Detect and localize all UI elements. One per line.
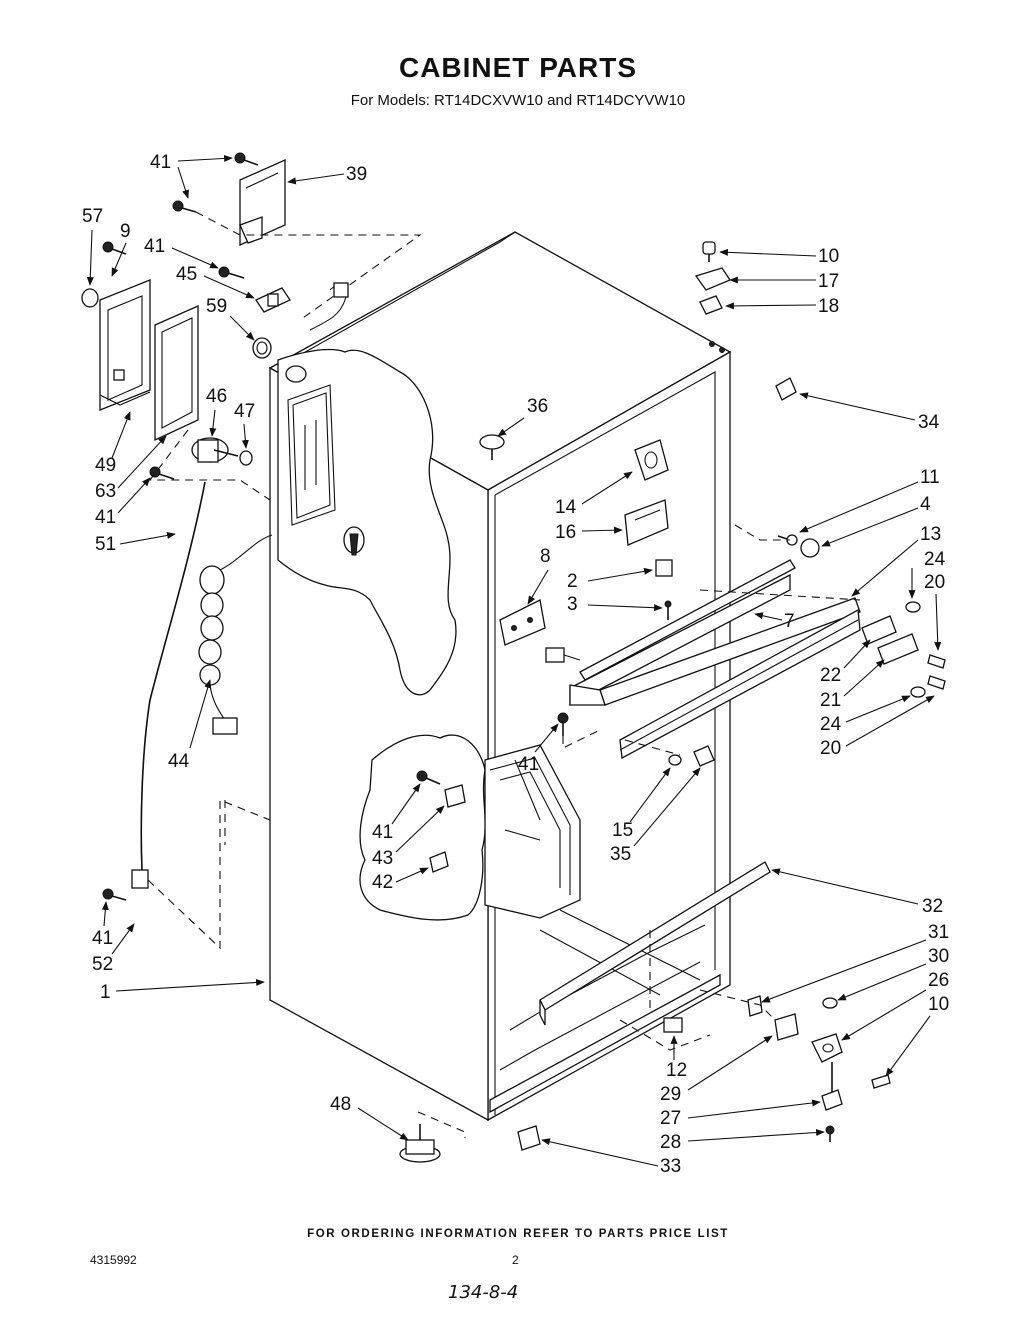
lower-cutaway-hardware [416, 770, 466, 873]
document-number: 4315992 [90, 1253, 137, 1267]
front-hardware [479, 434, 820, 646]
cutaway-lower-liner [359, 734, 581, 921]
part-label-39: 39 [346, 164, 367, 185]
cutaway-upper-liner [277, 348, 457, 696]
part-label-33: 33 [660, 1156, 681, 1177]
tube-and-cord [102, 481, 273, 950]
page-subtitle: For Models: RT14DCXVW10 and RT14DCYVW10 [350, 92, 686, 109]
part-label-41: 41 [144, 236, 165, 257]
part-label-41: 41 [518, 754, 539, 775]
part-label-8: 8 [540, 546, 551, 567]
part-label-41: 41 [372, 822, 393, 843]
handwritten-note: 134-8-4 [448, 1282, 519, 1303]
part-label-52: 52 [92, 954, 113, 975]
mullion-assembly [545, 559, 946, 767]
screw-icon [149, 466, 175, 480]
part-label-20: 20 [820, 738, 841, 759]
screw-icon [102, 241, 127, 255]
part-label-11: 11 [920, 467, 940, 488]
part-label-41: 41 [92, 928, 113, 949]
part-label-17: 17 [818, 271, 839, 292]
part-label-4: 4 [920, 494, 931, 515]
part-label-1: 1 [100, 982, 111, 1003]
part-label-41: 41 [150, 152, 171, 173]
page-title: CABINET PARTS [398, 52, 638, 83]
part-label-7: 7 [784, 611, 795, 632]
part-label-26: 26 [928, 970, 949, 991]
part-label-10: 10 [818, 246, 839, 267]
part-label-57: 57 [82, 206, 103, 227]
part-labels: 41 39 57 9 41 45 59 10 17 18 34 [82, 152, 949, 1177]
part-label-63: 63 [95, 481, 116, 502]
part-label-48: 48 [330, 1094, 351, 1115]
part-label-35: 35 [610, 844, 631, 865]
part-label-13: 13 [920, 524, 941, 545]
part-label-43: 43 [372, 848, 393, 869]
page-number: 2 [512, 1253, 519, 1267]
part-label-31: 31 [928, 922, 949, 943]
part-label-47: 47 [234, 401, 255, 422]
part-label-3: 3 [567, 594, 578, 615]
part-label-44: 44 [168, 751, 190, 772]
part-label-12: 12 [666, 1060, 687, 1081]
part-label-27: 27 [660, 1108, 681, 1129]
part-label-29: 29 [660, 1084, 681, 1105]
part-label-46: 46 [206, 386, 227, 407]
part-label-28: 28 [660, 1132, 681, 1153]
part-label-20: 20 [924, 572, 945, 593]
part-label-16: 16 [555, 522, 576, 543]
part-label-22: 22 [820, 665, 841, 686]
part-label-51: 51 [95, 534, 116, 555]
part-label-34: 34 [918, 412, 940, 433]
part-label-10: 10 [928, 994, 949, 1015]
part-label-45: 45 [176, 264, 197, 285]
part-label-32: 32 [922, 896, 943, 917]
screw-icon [102, 888, 127, 901]
screw-icon [172, 200, 197, 213]
part-label-49: 49 [95, 455, 116, 476]
ordering-info-note: FOR ORDERING INFORMATION REFER TO PARTS … [307, 1228, 729, 1240]
top-hinge-hardware [694, 241, 797, 401]
screw-icon [234, 152, 259, 166]
part-label-42: 42 [372, 872, 393, 893]
part-label-2: 2 [567, 571, 578, 592]
part-label-14: 14 [555, 497, 577, 518]
part-label-9: 9 [120, 221, 131, 242]
part-label-18: 18 [818, 296, 839, 317]
screw-icon [218, 266, 245, 279]
part-label-24: 24 [924, 549, 946, 570]
part-label-15: 15 [612, 820, 633, 841]
bottom-hardware [399, 861, 891, 1163]
top-left-hardware [81, 152, 422, 501]
part-label-59: 59 [206, 296, 227, 317]
part-label-36: 36 [527, 396, 548, 417]
part-label-30: 30 [928, 946, 949, 967]
part-label-41: 41 [95, 507, 116, 528]
part-label-21: 21 [820, 690, 841, 711]
part-label-24: 24 [820, 714, 842, 735]
